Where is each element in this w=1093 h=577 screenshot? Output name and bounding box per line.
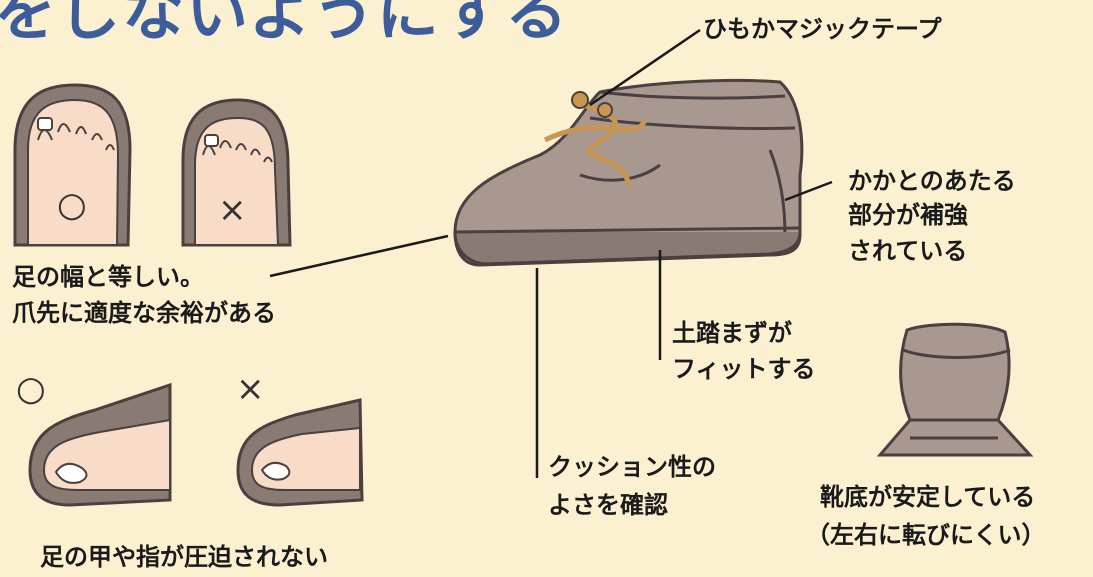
heel-label-line1: かかとのあたる — [848, 167, 1016, 195]
shoe-icon — [453, 78, 804, 267]
instep-label: 足の甲や指が圧迫されない — [40, 543, 328, 571]
lace-icon — [543, 91, 648, 187]
good-mark-top: ○ — [57, 185, 87, 225]
width-label-line1: 足の幅と等しい。 — [12, 263, 204, 291]
cushion-label-line2: よさを確認 — [548, 491, 668, 519]
cushion-label-line1: クッション性の — [548, 453, 716, 481]
width-leader-line — [269, 234, 449, 278]
arch-label-line1: 土踏まずが — [672, 319, 792, 347]
heel-leader-line — [784, 180, 833, 202]
bad-mark-top: × — [218, 190, 247, 230]
page-title: をしないようにする — [0, 0, 570, 49]
rear-shoe-icon — [876, 322, 1034, 457]
sole-label-line1: 靴底が安定している — [820, 483, 1036, 511]
laces-leader-line — [589, 28, 701, 107]
foot-top-bad-icon — [181, 98, 292, 247]
arch-label-line2: フィットする — [672, 355, 816, 383]
bad-mark-bottom: × — [236, 369, 265, 409]
foot-top-good-icon — [13, 83, 132, 247]
foot-side-good-icon — [28, 382, 172, 507]
foot-side-bad-icon — [236, 398, 364, 507]
good-mark-bottom: ○ — [16, 369, 46, 409]
sole-label-line2: （左右に転びにくい） — [806, 521, 1046, 549]
heel-label-line3: されている — [848, 237, 968, 265]
laces-label: ひもかマジックテープ — [703, 15, 942, 43]
width-label-line2: 爪先に適度な余裕がある — [12, 299, 276, 327]
heel-label-line2: 部分が補強 — [848, 201, 968, 229]
